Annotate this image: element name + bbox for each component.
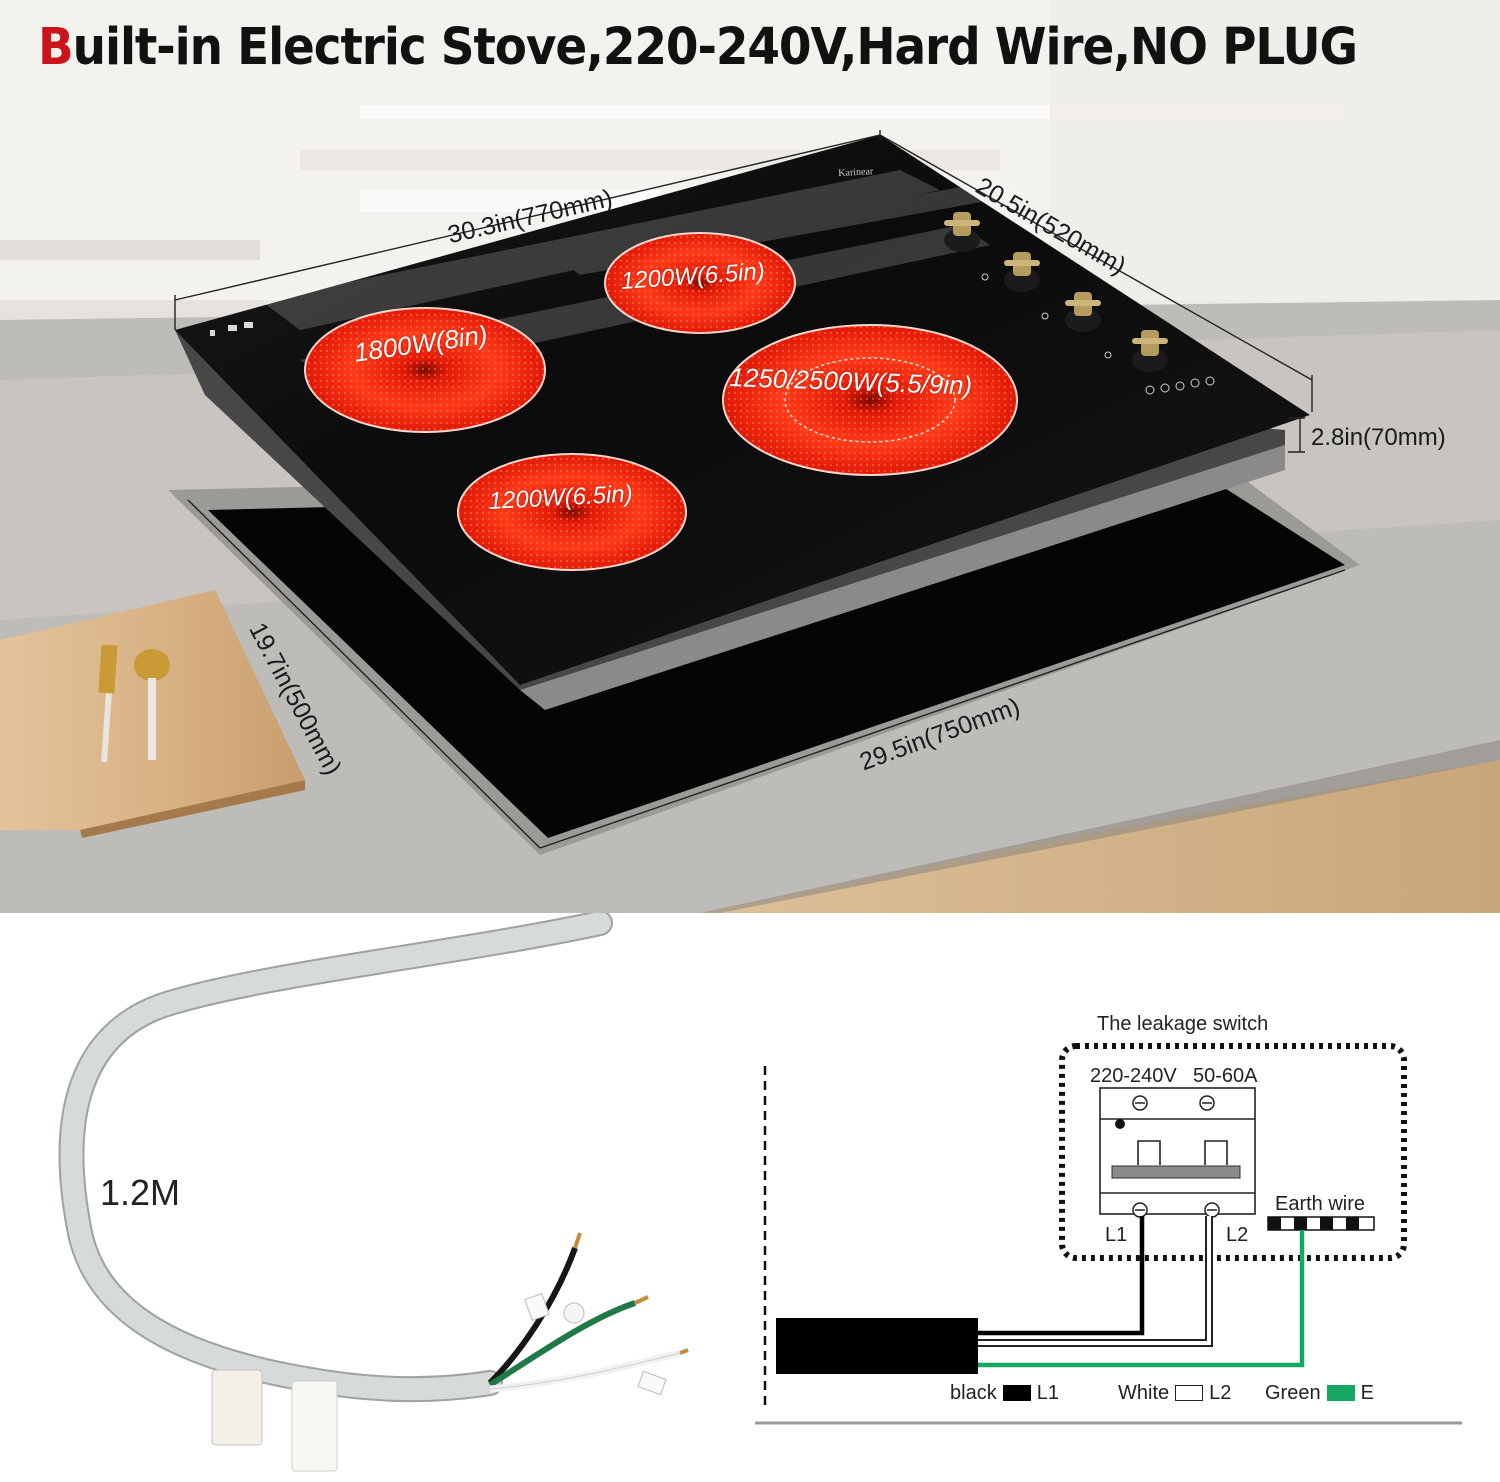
window-blinds [0, 0, 1500, 330]
touch-button-icon [981, 273, 1215, 395]
indicator-icon [210, 322, 253, 336]
legend-green-earth: Green E [1265, 1380, 1374, 1406]
headline-first-letter: B [38, 18, 74, 77]
kitchen-scene [0, 0, 1500, 913]
armored-cable [58, 913, 689, 1472]
legend-code: L2 [1209, 1381, 1232, 1404]
cable-length: 1.2M [100, 1172, 181, 1213]
legend-name: Green [1265, 1381, 1321, 1404]
cooktop-dimension-lines [174, 130, 1313, 453]
control-knob-icon [1132, 330, 1168, 372]
spoon-icon [134, 649, 170, 760]
earth-wire-label: Earth wire [1275, 1193, 1366, 1215]
product-photo: Built-in Electric Stove,220-240V,Hard Wi… [0, 0, 1500, 913]
legend-black-l1: black L1 [950, 1380, 1059, 1406]
control-knob-icon [1004, 252, 1040, 292]
terminal-l1-label: L1 [1105, 1224, 1128, 1246]
legend-name: black [950, 1381, 997, 1404]
circuit-breaker [1099, 1087, 1256, 1218]
legend-code: L1 [1036, 1381, 1059, 1404]
wiring-diagram [755, 1043, 1462, 1425]
legend-code: E [1360, 1381, 1374, 1404]
dimension-height: 2.8in(70mm) [1311, 424, 1446, 451]
green-swatch-icon [1326, 1385, 1355, 1401]
brand-logo: Karinear [838, 166, 874, 179]
headline: Built-in Electric Stove,220-240V,Hard Wi… [38, 18, 1358, 98]
burner-back-left [304, 307, 546, 433]
legend-name: White [1118, 1381, 1170, 1404]
leakage-switch-box [1059, 1043, 1407, 1261]
control-knob-icon [944, 212, 980, 252]
legend-white-l2: White L2 [1118, 1380, 1231, 1406]
headline-text: uilt-in Electric Stove,220-240V,Hard Wir… [72, 18, 1358, 77]
breaker-voltage: 220-240V [1090, 1065, 1177, 1087]
wire-white-l2 [978, 1216, 1213, 1347]
fork-icon [98, 644, 118, 763]
terminal-l2-label: L2 [1226, 1224, 1249, 1246]
burner-back-right [604, 232, 796, 334]
burner-front-right [722, 324, 1018, 476]
burner-front-left [457, 453, 687, 571]
black-swatch-icon [1002, 1385, 1031, 1401]
cutout-dimension-lines [187, 499, 1346, 849]
control-knob-icon [1065, 292, 1101, 332]
cable-tag [211, 1369, 263, 1446]
breaker-current: 50-60A [1193, 1065, 1258, 1087]
white-swatch-icon [1175, 1385, 1204, 1401]
leakage-switch-title: The leakage switch [1097, 1013, 1269, 1035]
appliance-cable-block [776, 1318, 978, 1374]
wire-black-l1 [978, 1216, 1145, 1336]
earth-bar [1267, 1216, 1375, 1231]
wire-green-earth [978, 1230, 1305, 1368]
